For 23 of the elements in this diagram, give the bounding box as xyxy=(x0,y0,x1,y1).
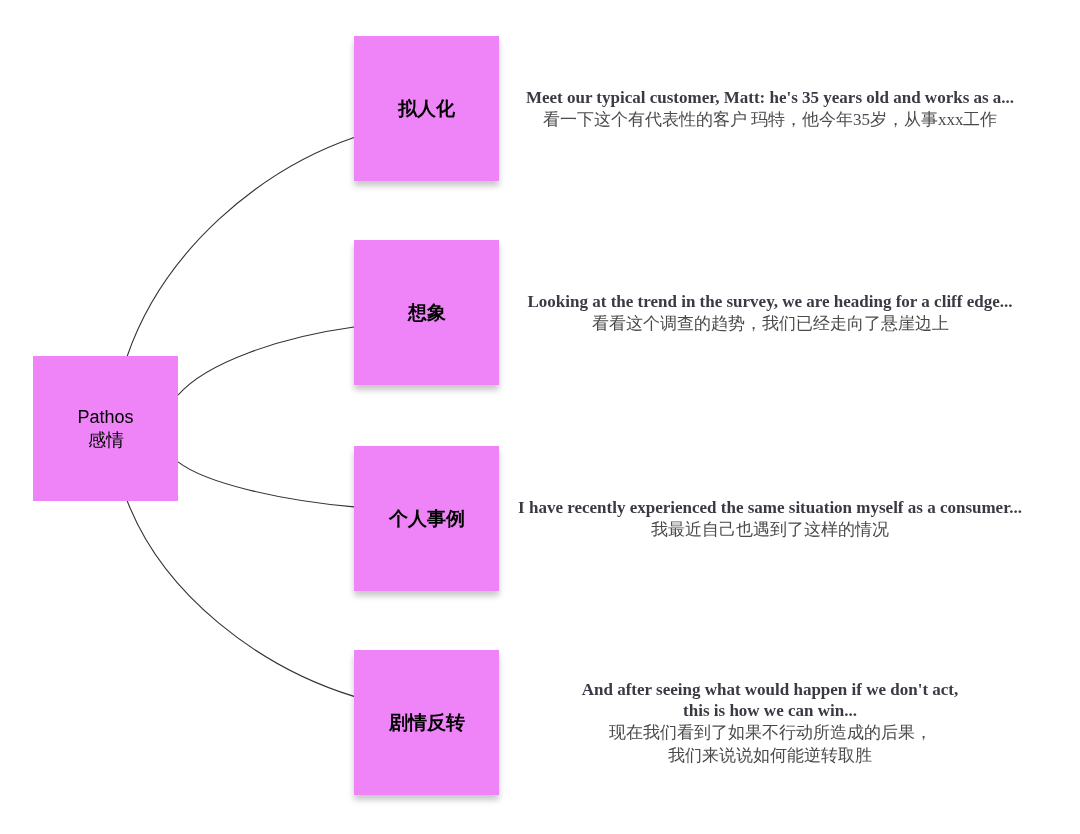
topic-box xyxy=(354,650,499,795)
quote-text: I have recently experienced the same situation myself as a consumer... xyxy=(518,496,1022,518)
quote-text: And after seeing what would happen if we don't act, this is how we can win... xyxy=(580,678,960,721)
connector-line xyxy=(126,500,355,697)
quote-text: Looking at the trend in the survey, we are heading for a cliff edge... xyxy=(527,290,1013,312)
quote-text: Meet our typical customer, Matt: he's 35 years old and works as a... xyxy=(525,86,1015,108)
node-label: Pathos xyxy=(77,405,134,429)
connector-line xyxy=(177,326,355,396)
node-label: 感情 xyxy=(87,428,124,452)
connector-line xyxy=(126,136,355,357)
translation-text: 看一下这个有代表性的客户 玛特，他今年35岁，从事xxx工作 xyxy=(542,108,998,131)
node-label: 个人事例 xyxy=(388,506,465,531)
connector-line xyxy=(177,461,355,508)
node-label: 剧情反转 xyxy=(388,710,465,735)
topic-box xyxy=(354,36,499,181)
topic-box xyxy=(354,446,499,591)
node-label: 拟人化 xyxy=(398,96,455,121)
central-box xyxy=(33,356,178,501)
topic-box xyxy=(354,240,499,385)
translation-text: 看看这个调查的趋势，我们已经走向了悬崖边上 xyxy=(591,312,949,335)
node-label: 想象 xyxy=(407,300,446,325)
translation-text: 现在我们看到了如果不行动所造成的后果，我们来说说如何能逆转取胜 xyxy=(607,721,933,767)
translation-text: 我最近自己也遇到了这样的情况 xyxy=(651,518,889,541)
